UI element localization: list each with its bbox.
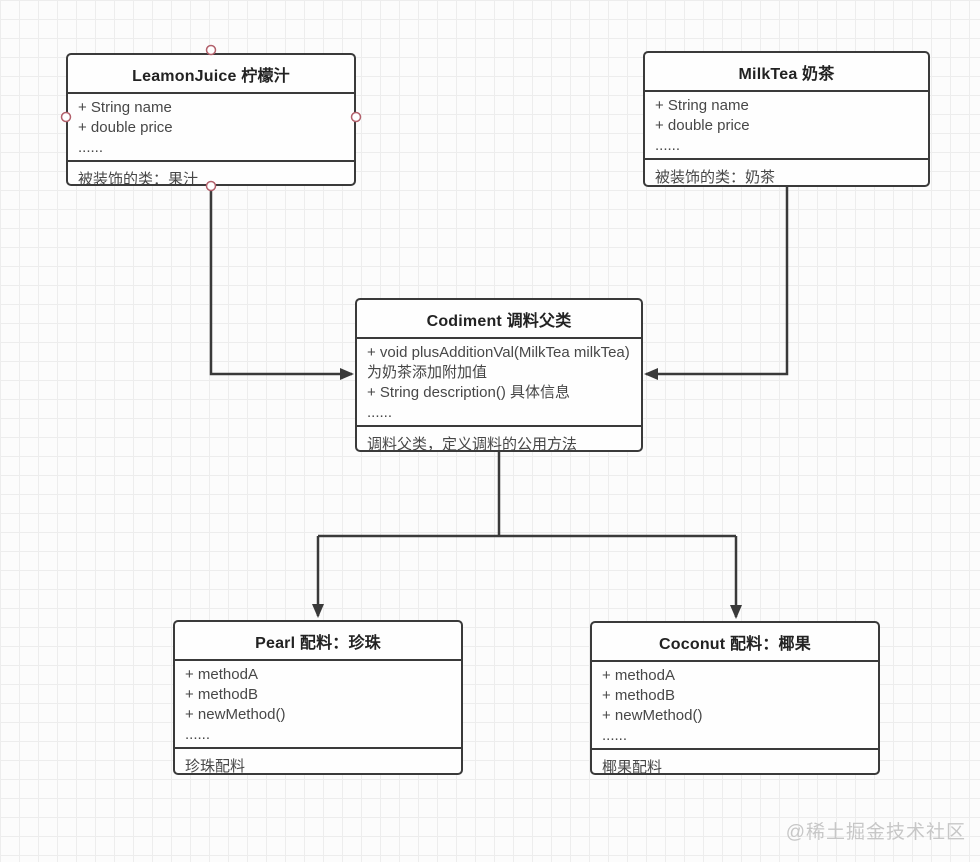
member-line: ......: [367, 404, 393, 421]
member-line: + methodA: [185, 666, 258, 683]
connector-leamonjuice-to-codiment[interactable]: [209, 186, 354, 380]
member-line: + methodB: [185, 686, 258, 703]
class-note-milktea: 被装饰的类：奶茶: [645, 158, 928, 185]
member-line: + String name: [78, 99, 172, 116]
class-members-codiment: + void plusAdditionVal(MilkTea milkTea) …: [357, 339, 641, 425]
class-title-pearl: Pearl 配料：珍珠: [175, 622, 461, 661]
class-box-leamonjuice[interactable]: LeamonJuice 柠檬汁 + String name + double p…: [66, 53, 356, 186]
class-title-milktea: MilkTea 奶茶: [645, 53, 928, 92]
class-box-coconut[interactable]: Coconut 配料：椰果 + methodA + methodB + newM…: [590, 621, 880, 775]
member-line: + methodB: [602, 687, 675, 704]
member-line: + void plusAdditionVal(MilkTea milkTea) …: [367, 344, 630, 381]
member-line: ......: [185, 726, 211, 743]
member-line: + double price: [655, 117, 750, 134]
class-box-pearl[interactable]: Pearl 配料：珍珠 + methodA + methodB + newMet…: [173, 620, 463, 775]
member-line: + newMethod(): [185, 706, 286, 723]
class-title-coconut: Coconut 配料：椰果: [592, 623, 878, 662]
member-line: ......: [78, 139, 104, 156]
class-title-codiment: Codiment 调料父类: [357, 300, 641, 339]
class-note-codiment: 调料父类，定义调料的公用方法: [357, 425, 641, 450]
connector-milktea-to-codiment[interactable]: [644, 187, 789, 380]
class-note-pearl: 珍珠配料: [175, 747, 461, 773]
class-members-leamonjuice: + String name + double price ......: [68, 94, 354, 160]
member-line: + String name: [655, 97, 749, 114]
member-line: + newMethod(): [602, 707, 703, 724]
class-members-pearl: + methodA + methodB + newMethod() ......: [175, 661, 461, 747]
class-box-codiment[interactable]: Codiment 调料父类 + void plusAdditionVal(Mil…: [355, 298, 643, 452]
member-line: + String description() 具体信息: [367, 384, 570, 401]
class-members-milktea: + String name + double price ......: [645, 92, 928, 158]
class-note-coconut: 椰果配料: [592, 748, 878, 773]
connector-codiment-trunk[interactable]: [318, 452, 736, 538]
class-box-milktea[interactable]: MilkTea 奶茶 + String name + double price …: [643, 51, 930, 187]
member-line: + methodA: [602, 667, 675, 684]
member-line: + double price: [78, 119, 173, 136]
member-line: ......: [602, 727, 628, 744]
class-members-coconut: + methodA + methodB + newMethod() ......: [592, 662, 878, 748]
class-note-leamonjuice: 被装饰的类：果汁: [68, 160, 354, 184]
member-line: ......: [655, 137, 681, 154]
watermark: @稀土掘金技术社区: [785, 822, 966, 843]
class-title-leamonjuice: LeamonJuice 柠檬汁: [68, 55, 354, 94]
